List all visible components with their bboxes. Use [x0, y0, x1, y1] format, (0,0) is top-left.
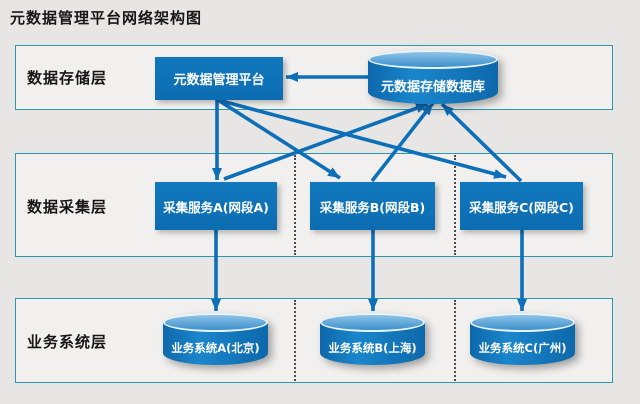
cylinder-top	[163, 313, 268, 332]
cylinder-top	[320, 313, 425, 332]
node-collector-c-label: 采集服务C(网段C)	[469, 199, 574, 215]
layer-collection-label: 数据采集层	[27, 198, 108, 216]
cylinder-top	[368, 50, 498, 69]
separator-business-ab	[294, 300, 296, 381]
node-business-a-label: 业务系统A(北京)	[171, 340, 260, 355]
node-collector-a: 采集服务A(网段A)	[155, 182, 277, 230]
node-business-b: 业务系统B(上海)	[320, 313, 425, 365]
separator-collection-bc	[454, 155, 456, 255]
node-metadata-db: 元数据存储数据库	[368, 50, 498, 104]
node-collector-b-label: 采集服务B(网段B)	[319, 199, 426, 215]
node-collector-c: 采集服务C(网段C)	[460, 182, 583, 230]
separator-business-bc	[454, 300, 456, 381]
node-metadata-db-label: 元数据存储数据库	[380, 80, 485, 95]
layer-business-label: 业务系统层	[27, 333, 108, 351]
diagram-title: 元数据管理平台网络架构图	[10, 9, 203, 27]
node-business-c: 业务系统C(广州)	[470, 313, 575, 365]
node-business-c-label: 业务系统C(广州)	[478, 340, 567, 355]
node-business-b-label: 业务系统B(上海)	[328, 340, 417, 355]
node-platform: 元数据管理平台	[155, 57, 283, 100]
node-platform-label: 元数据管理平台	[173, 73, 265, 88]
separator-collection-ab	[294, 155, 296, 255]
node-collector-b: 采集服务B(网段B)	[310, 182, 435, 230]
layer-storage-label: 数据存储层	[27, 69, 108, 87]
node-business-a: 业务系统A(北京)	[163, 313, 268, 365]
node-collector-a-label: 采集服务A(网段A)	[163, 199, 269, 215]
cylinder-top	[470, 313, 575, 332]
